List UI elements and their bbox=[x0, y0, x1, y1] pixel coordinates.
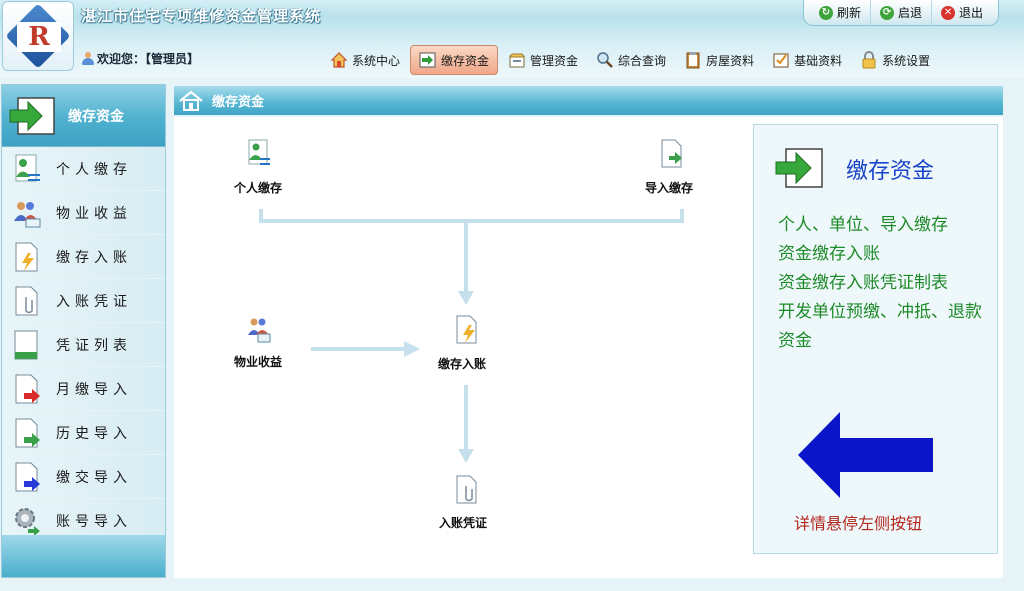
tab-label: 综合查询 bbox=[618, 53, 667, 68]
tab-system-center[interactable]: 系统中心 bbox=[322, 45, 408, 75]
switch-label: 启退 bbox=[898, 6, 923, 20]
exit-icon: ✕ bbox=[941, 5, 956, 20]
info-panel: 缴存资金 个人、单位、导入缴存 资金缴存入账 资金缴存入账凭证制表 开发单位预缴… bbox=[753, 124, 998, 554]
panel-line: 开发单位预缴、冲抵、退款资金 bbox=[778, 302, 982, 351]
flow-label-property: 物业收益 bbox=[234, 355, 283, 369]
deposit-posting-icon bbox=[15, 242, 38, 271]
voucher-icon bbox=[456, 475, 477, 504]
tab-label: 房屋资料 bbox=[706, 53, 755, 68]
sidebar-item-label: 凭证列表 bbox=[56, 337, 132, 354]
sidebar-title: 缴存资金 bbox=[68, 108, 124, 125]
panel-line: 个人、单位、导入缴存 bbox=[778, 215, 948, 235]
switch-icon: ⟳ bbox=[880, 5, 895, 20]
flow-label-voucher: 入账凭证 bbox=[439, 516, 488, 530]
main-header: 缴存资金 bbox=[174, 86, 1003, 115]
deposit-icon bbox=[9, 96, 55, 135]
personal-deposit-icon bbox=[248, 139, 270, 165]
payment-import-icon bbox=[15, 462, 40, 491]
tab-label: 系统中心 bbox=[352, 53, 401, 68]
sidebar-footer bbox=[2, 535, 165, 577]
flow-node-posting[interactable] bbox=[455, 315, 479, 348]
property-income-icon bbox=[248, 318, 271, 343]
user-icon bbox=[82, 52, 94, 65]
history-import-icon bbox=[15, 418, 40, 447]
panel-title: 缴存资金 bbox=[846, 159, 935, 184]
sidebar-item-label: 月缴导入 bbox=[56, 381, 132, 398]
sidebar-item-history-import[interactable]: 历史导入 bbox=[2, 411, 165, 455]
welcome-area: 欢迎您：【管理员】 bbox=[82, 50, 199, 67]
flow-label-personal: 个人缴存 bbox=[234, 181, 283, 195]
main-nav: 系统中心 缴存资金 管理资金 综合查询 房屋资料 基础资料 系统设置 bbox=[322, 44, 938, 76]
flow-connectors bbox=[259, 209, 684, 463]
sidebar-item-label: 物业收益 bbox=[56, 205, 132, 222]
tab-basic-data[interactable]: 基础资料 bbox=[764, 45, 850, 75]
left-arrow-icon bbox=[798, 412, 933, 498]
property-income-icon bbox=[14, 201, 41, 227]
sidebar-item-label: 个人缴存 bbox=[56, 161, 132, 178]
tab-label: 基础资料 bbox=[794, 53, 843, 68]
voucher-list-icon bbox=[14, 330, 38, 359]
account-import-icon bbox=[15, 507, 40, 536]
app-title: 湛江市住宅专项维修资金管理系统 bbox=[81, 7, 322, 25]
search-icon bbox=[597, 52, 613, 68]
flow-node-import[interactable] bbox=[660, 139, 684, 172]
monthly-import-icon bbox=[15, 374, 40, 403]
sidebar-item-label: 账号导入 bbox=[56, 513, 132, 530]
sidebar: 缴存资金 个人缴存 物业收益 缴存入账 入账凭证 凭证列表 月缴导入 历史导入 … bbox=[1, 84, 166, 578]
flow-node-property[interactable] bbox=[247, 314, 271, 347]
exit-button[interactable]: ✕ 退出 bbox=[932, 0, 992, 25]
logo: R bbox=[2, 1, 74, 71]
top-button-bar: ↻ 刷新 ⟳ 启退 ✕ 退出 bbox=[803, 0, 1000, 26]
tab-system-settings[interactable]: 系统设置 bbox=[852, 45, 938, 75]
home-icon bbox=[330, 52, 348, 68]
tab-housing-data[interactable]: 房屋资料 bbox=[676, 45, 762, 75]
sidebar-item-label: 入账凭证 bbox=[56, 293, 132, 310]
tab-label: 管理资金 bbox=[530, 53, 579, 68]
deposit-icon bbox=[775, 148, 823, 188]
sidebar-header: 缴存资金 bbox=[2, 85, 165, 147]
sidebar-item-voucher-list[interactable]: 凭证列表 bbox=[2, 323, 165, 367]
refresh-label: 刷新 bbox=[837, 6, 862, 20]
refresh-button[interactable]: ↻ 刷新 bbox=[810, 0, 872, 25]
lock-icon bbox=[862, 51, 876, 69]
sidebar-item-payment-import[interactable]: 缴交导入 bbox=[2, 455, 165, 499]
flow-label-posting: 缴存入账 bbox=[438, 357, 487, 371]
import-deposit-icon bbox=[661, 139, 682, 168]
tab-deposit-funds[interactable]: 缴存资金 bbox=[410, 45, 499, 75]
panel-hint: 详情悬停左侧按钮 bbox=[794, 514, 923, 533]
tab-manage-funds[interactable]: 管理资金 bbox=[500, 45, 586, 75]
sidebar-item-monthly-import[interactable]: 月缴导入 bbox=[2, 367, 165, 411]
tab-query[interactable]: 综合查询 bbox=[588, 45, 674, 75]
panel-line: 资金缴存入账凭证制表 bbox=[778, 273, 948, 293]
panel-line: 资金缴存入账 bbox=[778, 244, 880, 264]
flow-label-import: 导入缴存 bbox=[645, 181, 694, 195]
welcome-text: 欢迎您：【管理员】 bbox=[97, 52, 200, 66]
main-title: 缴存资金 bbox=[212, 95, 265, 110]
tab-label: 缴存资金 bbox=[441, 53, 490, 68]
sidebar-item-personal-deposit[interactable]: 个人缴存 bbox=[2, 147, 165, 191]
deposit-icon bbox=[419, 52, 436, 68]
basic-data-icon bbox=[773, 53, 789, 68]
deposit-posting-icon bbox=[456, 315, 477, 344]
flow-node-personal[interactable] bbox=[247, 139, 271, 172]
sidebar-item-label: 缴交导入 bbox=[56, 469, 132, 486]
sidebar-item-deposit-posting[interactable]: 缴存入账 bbox=[2, 235, 165, 279]
sidebar-item-property-income[interactable]: 物业收益 bbox=[2, 191, 165, 235]
exit-label: 退出 bbox=[959, 6, 984, 20]
sidebar-item-voucher[interactable]: 入账凭证 bbox=[2, 279, 165, 323]
tab-label: 系统设置 bbox=[882, 53, 931, 68]
sidebar-item-label: 历史导入 bbox=[56, 425, 132, 442]
manage-icon bbox=[509, 53, 525, 68]
sidebar-item-label: 缴存入账 bbox=[56, 249, 132, 266]
home-icon bbox=[179, 90, 203, 111]
logo-letter: R bbox=[17, 22, 61, 52]
clipboard-icon bbox=[686, 52, 700, 69]
personal-deposit-icon bbox=[15, 154, 40, 181]
switch-button[interactable]: ⟳ 启退 bbox=[871, 0, 933, 25]
refresh-icon: ↻ bbox=[819, 5, 833, 20]
voucher-icon bbox=[15, 286, 38, 315]
flow-node-voucher[interactable] bbox=[455, 475, 479, 508]
panel-description: 个人、单位、导入缴存 资金缴存入账 资金缴存入账凭证制表 开发单位预缴、冲抵、退… bbox=[778, 211, 988, 356]
